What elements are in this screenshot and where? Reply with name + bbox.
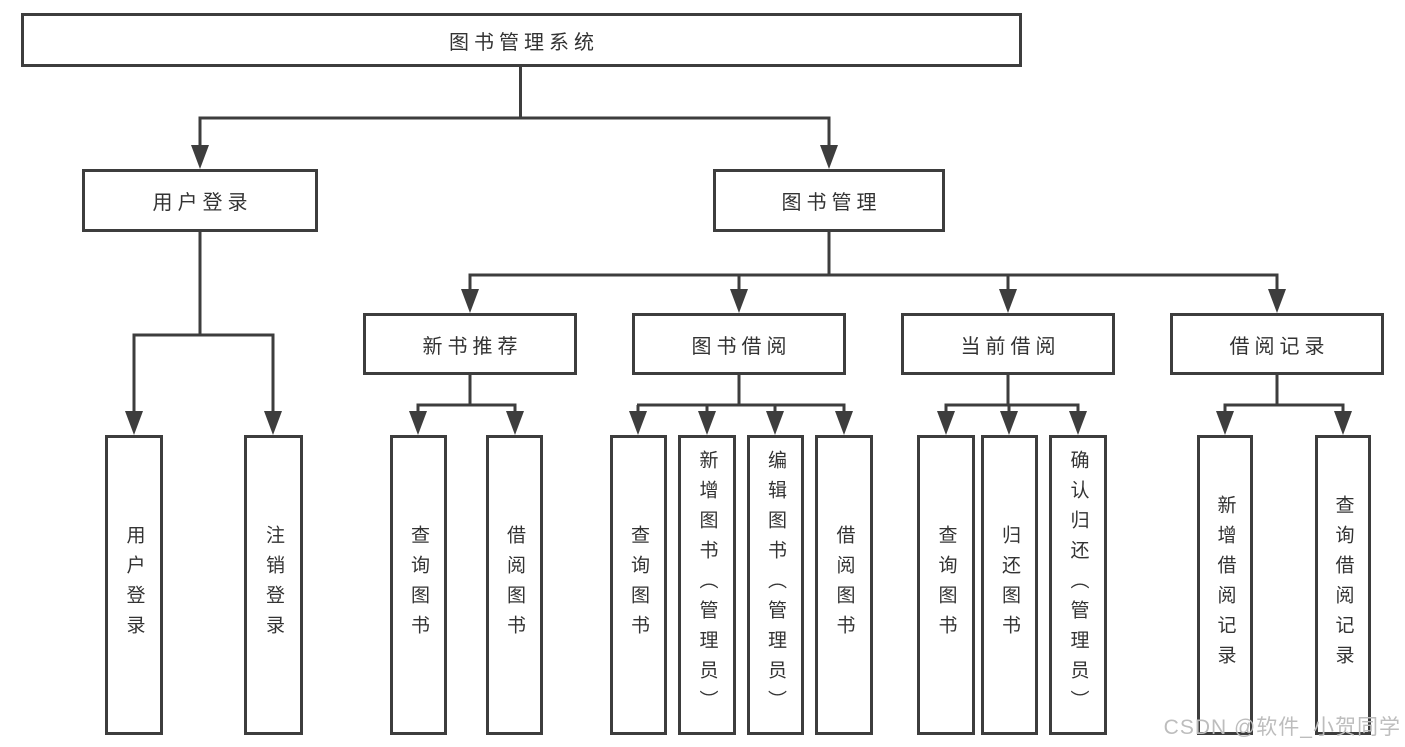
node-root: 图书管理系统 xyxy=(21,13,1022,67)
leaf-logout: 注销登录 xyxy=(244,435,303,735)
connector-borrowing-records-to-leaves xyxy=(1216,374,1352,435)
connector-root-to-level2 xyxy=(191,66,838,169)
leaf-borrow-books-borrowing: 借阅图书 xyxy=(815,435,873,735)
connector-book-management-to-level3 xyxy=(461,231,1286,313)
node-book-management: 图书管理 xyxy=(713,169,945,232)
node-label: 新增图书（管理员） xyxy=(696,450,718,720)
leaf-borrow-books-recommend: 借阅图书 xyxy=(486,435,543,735)
node-label: 借阅记录 xyxy=(1229,335,1330,358)
leaf-add-book-admin: 新增图书（管理员） xyxy=(678,435,736,735)
node-label: 借阅图书 xyxy=(504,525,525,645)
leaf-user-login: 用户登录 xyxy=(105,435,163,735)
node-user-login: 用户登录 xyxy=(82,169,318,232)
leaf-add-borrow-record: 新增借阅记录 xyxy=(1197,435,1253,735)
connector-current-borrowing-to-leaves xyxy=(937,374,1087,435)
node-label: 图书管理 xyxy=(781,192,882,214)
node-label: 编辑图书（管理员） xyxy=(765,450,786,720)
node-label: 当前借阅 xyxy=(960,335,1061,358)
leaf-query-books-borrowing: 查询图书 xyxy=(610,435,667,735)
leaf-return-book: 归还图书 xyxy=(981,435,1038,735)
node-label: 注销登录 xyxy=(263,525,284,645)
connector-new-book-recommendation-to-leaves xyxy=(409,374,524,435)
leaf-confirm-return-admin: 确认归还（管理员） xyxy=(1049,435,1107,735)
leaf-query-books-recommend: 查询图书 xyxy=(390,435,447,735)
node-label: 借阅图书 xyxy=(833,525,855,645)
node-label: 新增借阅记录 xyxy=(1214,495,1236,675)
node-label: 用户登录 xyxy=(152,192,253,214)
node-label: 查询图书 xyxy=(628,525,649,645)
node-label: 新书推荐 xyxy=(422,335,523,358)
node-label: 用户登录 xyxy=(123,525,145,645)
node-label: 查询图书 xyxy=(935,525,957,645)
node-label: 归还图书 xyxy=(999,525,1020,645)
leaf-query-books-current: 查询图书 xyxy=(917,435,975,735)
node-new-book-recommendation: 新书推荐 xyxy=(363,313,577,375)
node-book-borrowing: 图书借阅 xyxy=(632,313,846,375)
connector-user-login-to-leaves xyxy=(125,231,282,435)
csdn-watermark: CSDN @软件_小贺同学 xyxy=(1163,716,1401,739)
node-current-borrowing: 当前借阅 xyxy=(901,313,1115,375)
node-borrowing-records: 借阅记录 xyxy=(1170,313,1384,375)
leaf-query-borrow-record: 查询借阅记录 xyxy=(1315,435,1371,735)
node-label: 确认归还（管理员） xyxy=(1067,450,1089,720)
node-label: 查询借阅记录 xyxy=(1332,495,1354,675)
connector-book-borrowing-to-leaves xyxy=(629,374,853,435)
node-label: 查询图书 xyxy=(408,525,429,645)
leaf-edit-book-admin: 编辑图书（管理员） xyxy=(747,435,804,735)
node-label: 图书借阅 xyxy=(691,335,792,358)
node-label: 图书管理系统 xyxy=(449,31,599,54)
